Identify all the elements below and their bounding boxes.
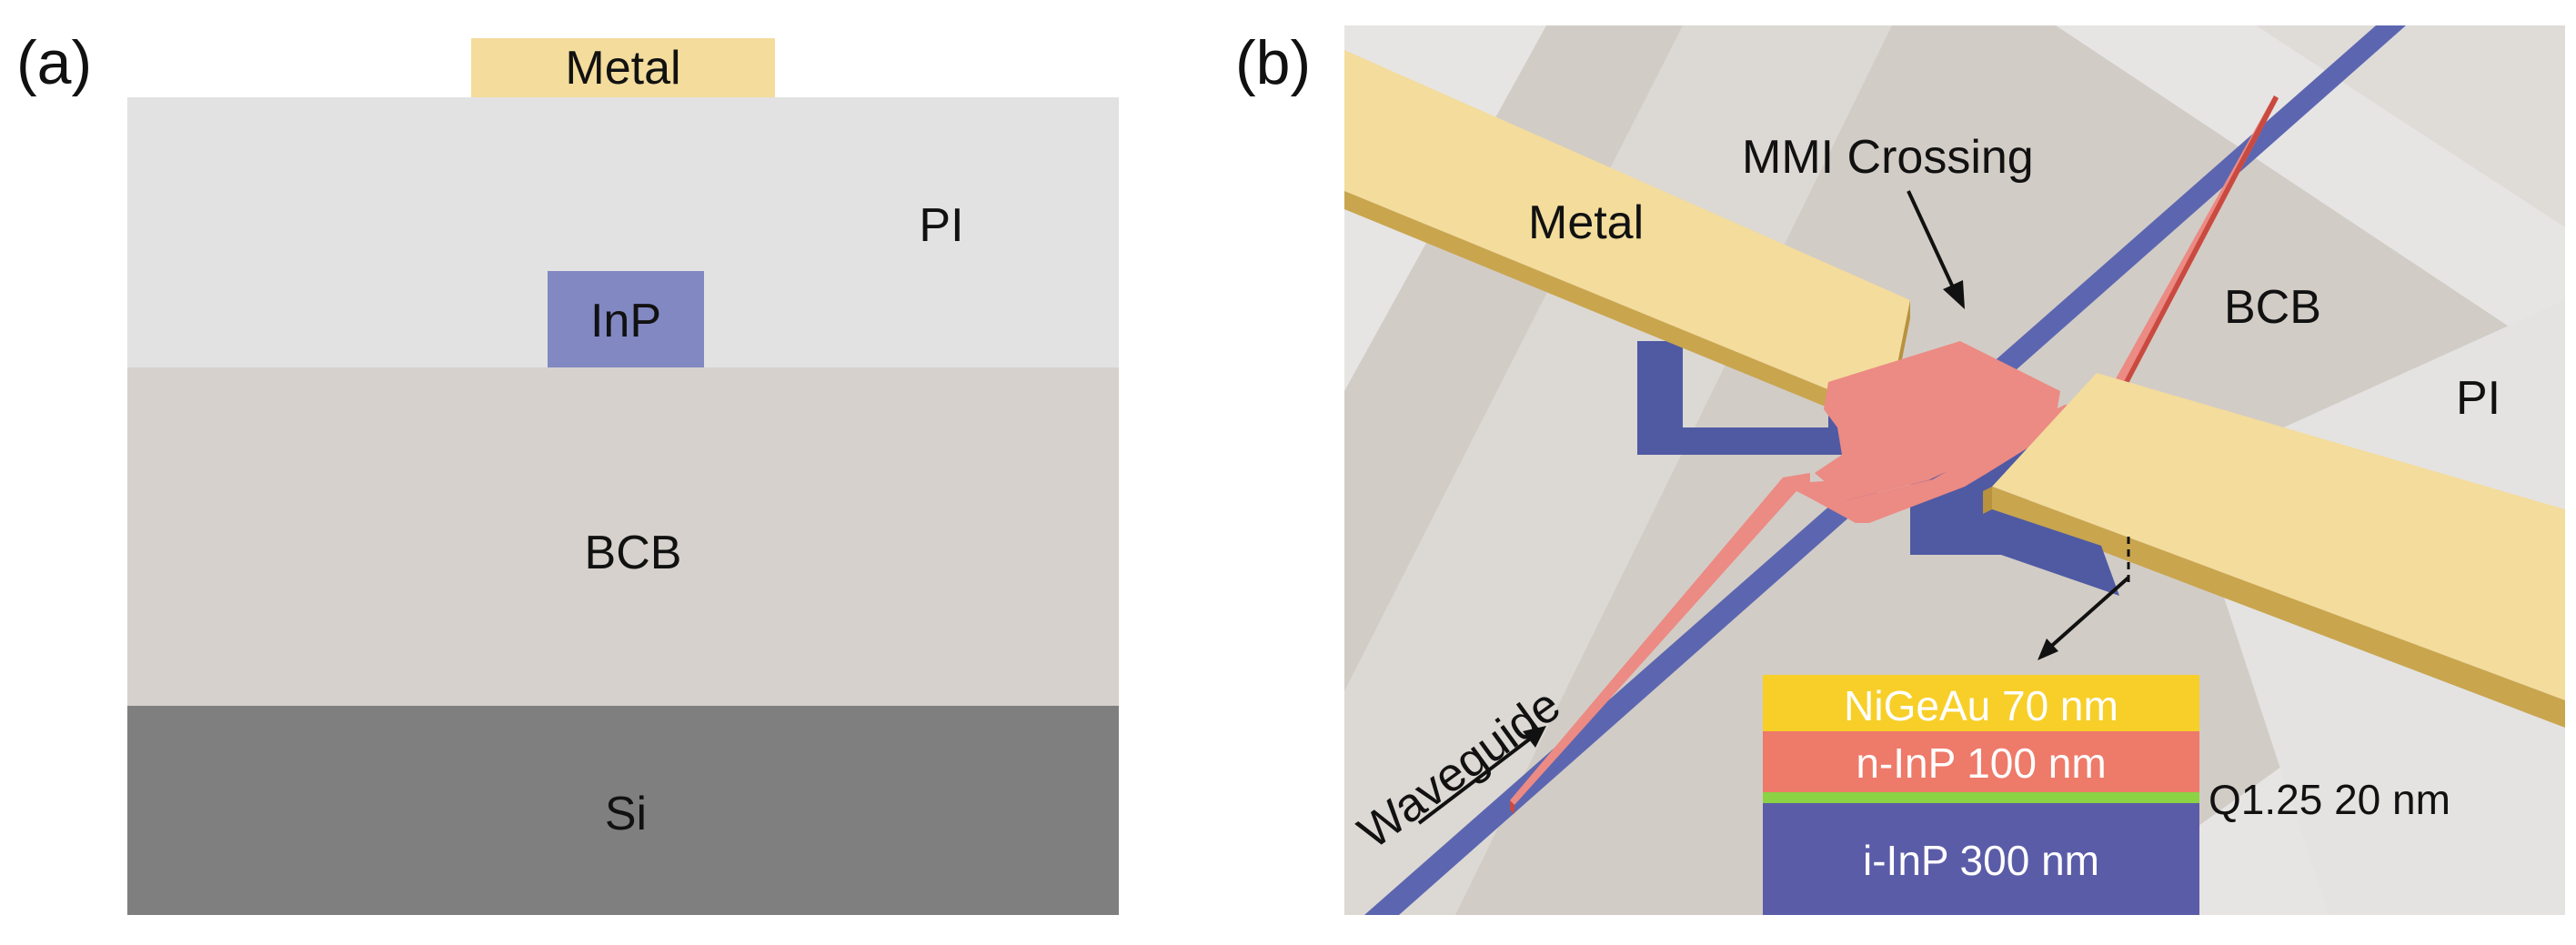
taper-edge-top xyxy=(2108,96,2279,411)
metal-pad-right-base xyxy=(1992,509,2119,596)
pi-3d-label: PI xyxy=(2456,372,2501,425)
stack-label-i-inp: i-InP 300 nm xyxy=(1863,837,2099,884)
stack-label-n-inp: n-InP 100 nm xyxy=(1856,739,2106,787)
stack-layer-n-inp xyxy=(1763,731,2199,792)
stack-label-nigeau: NiGeAu 70 nm xyxy=(1844,682,2118,729)
mmi-body xyxy=(1815,341,2060,500)
metal-pad-right-edge xyxy=(1992,487,2565,728)
inp-waveguide xyxy=(548,271,704,367)
mmi-arrowhead xyxy=(1943,280,1965,309)
inp-label: InP xyxy=(590,295,661,347)
pi-label: PI xyxy=(919,199,963,252)
panel-b-label: (b) xyxy=(1235,28,1311,97)
metal-pad-right xyxy=(1992,373,2565,700)
crossing-base xyxy=(1637,341,2028,555)
si-layer xyxy=(127,706,1119,915)
bcb-label: BCB xyxy=(585,527,682,579)
panel-a: (a) Metal PI InP BCB Si xyxy=(16,28,1119,915)
metal-pad-right-side xyxy=(1983,487,1992,514)
3d-render xyxy=(1344,25,2565,915)
waveguide-arrowhead xyxy=(1523,726,1546,748)
bcb-3d-label: BCB xyxy=(2224,281,2321,334)
metal-3d-label: Metal xyxy=(1528,196,1644,249)
cut-arrowhead xyxy=(2038,638,2058,660)
layer-stack: NiGeAu 70 nm n-InP 100 nm i-InP 300 nm xyxy=(1763,675,2199,915)
metal-pad-left xyxy=(1344,50,1910,414)
panel-a-label: (a) xyxy=(16,28,92,97)
si-label: Si xyxy=(605,788,647,840)
metal-label: Metal xyxy=(565,42,680,95)
panel-b: (b) xyxy=(1235,25,2565,915)
mmi-crossing-label: MMI Crossing xyxy=(1742,131,2034,184)
cut-arrow-line xyxy=(2045,576,2130,652)
stack-layer-i-inp xyxy=(1763,803,2199,915)
mmi-arrow-line xyxy=(1907,190,1956,290)
taper-tip xyxy=(1510,800,1514,814)
metal-pad-left-edge xyxy=(1344,191,1887,432)
bcb-layer xyxy=(127,367,1119,706)
stack-layer-nigeau xyxy=(1763,675,2199,731)
q125-label: Q1.25 20 nm xyxy=(2209,776,2450,823)
metal-contact xyxy=(471,38,775,97)
waveguide-arrow-line xyxy=(1417,735,1535,825)
stack-layer-q125 xyxy=(1763,792,2199,803)
